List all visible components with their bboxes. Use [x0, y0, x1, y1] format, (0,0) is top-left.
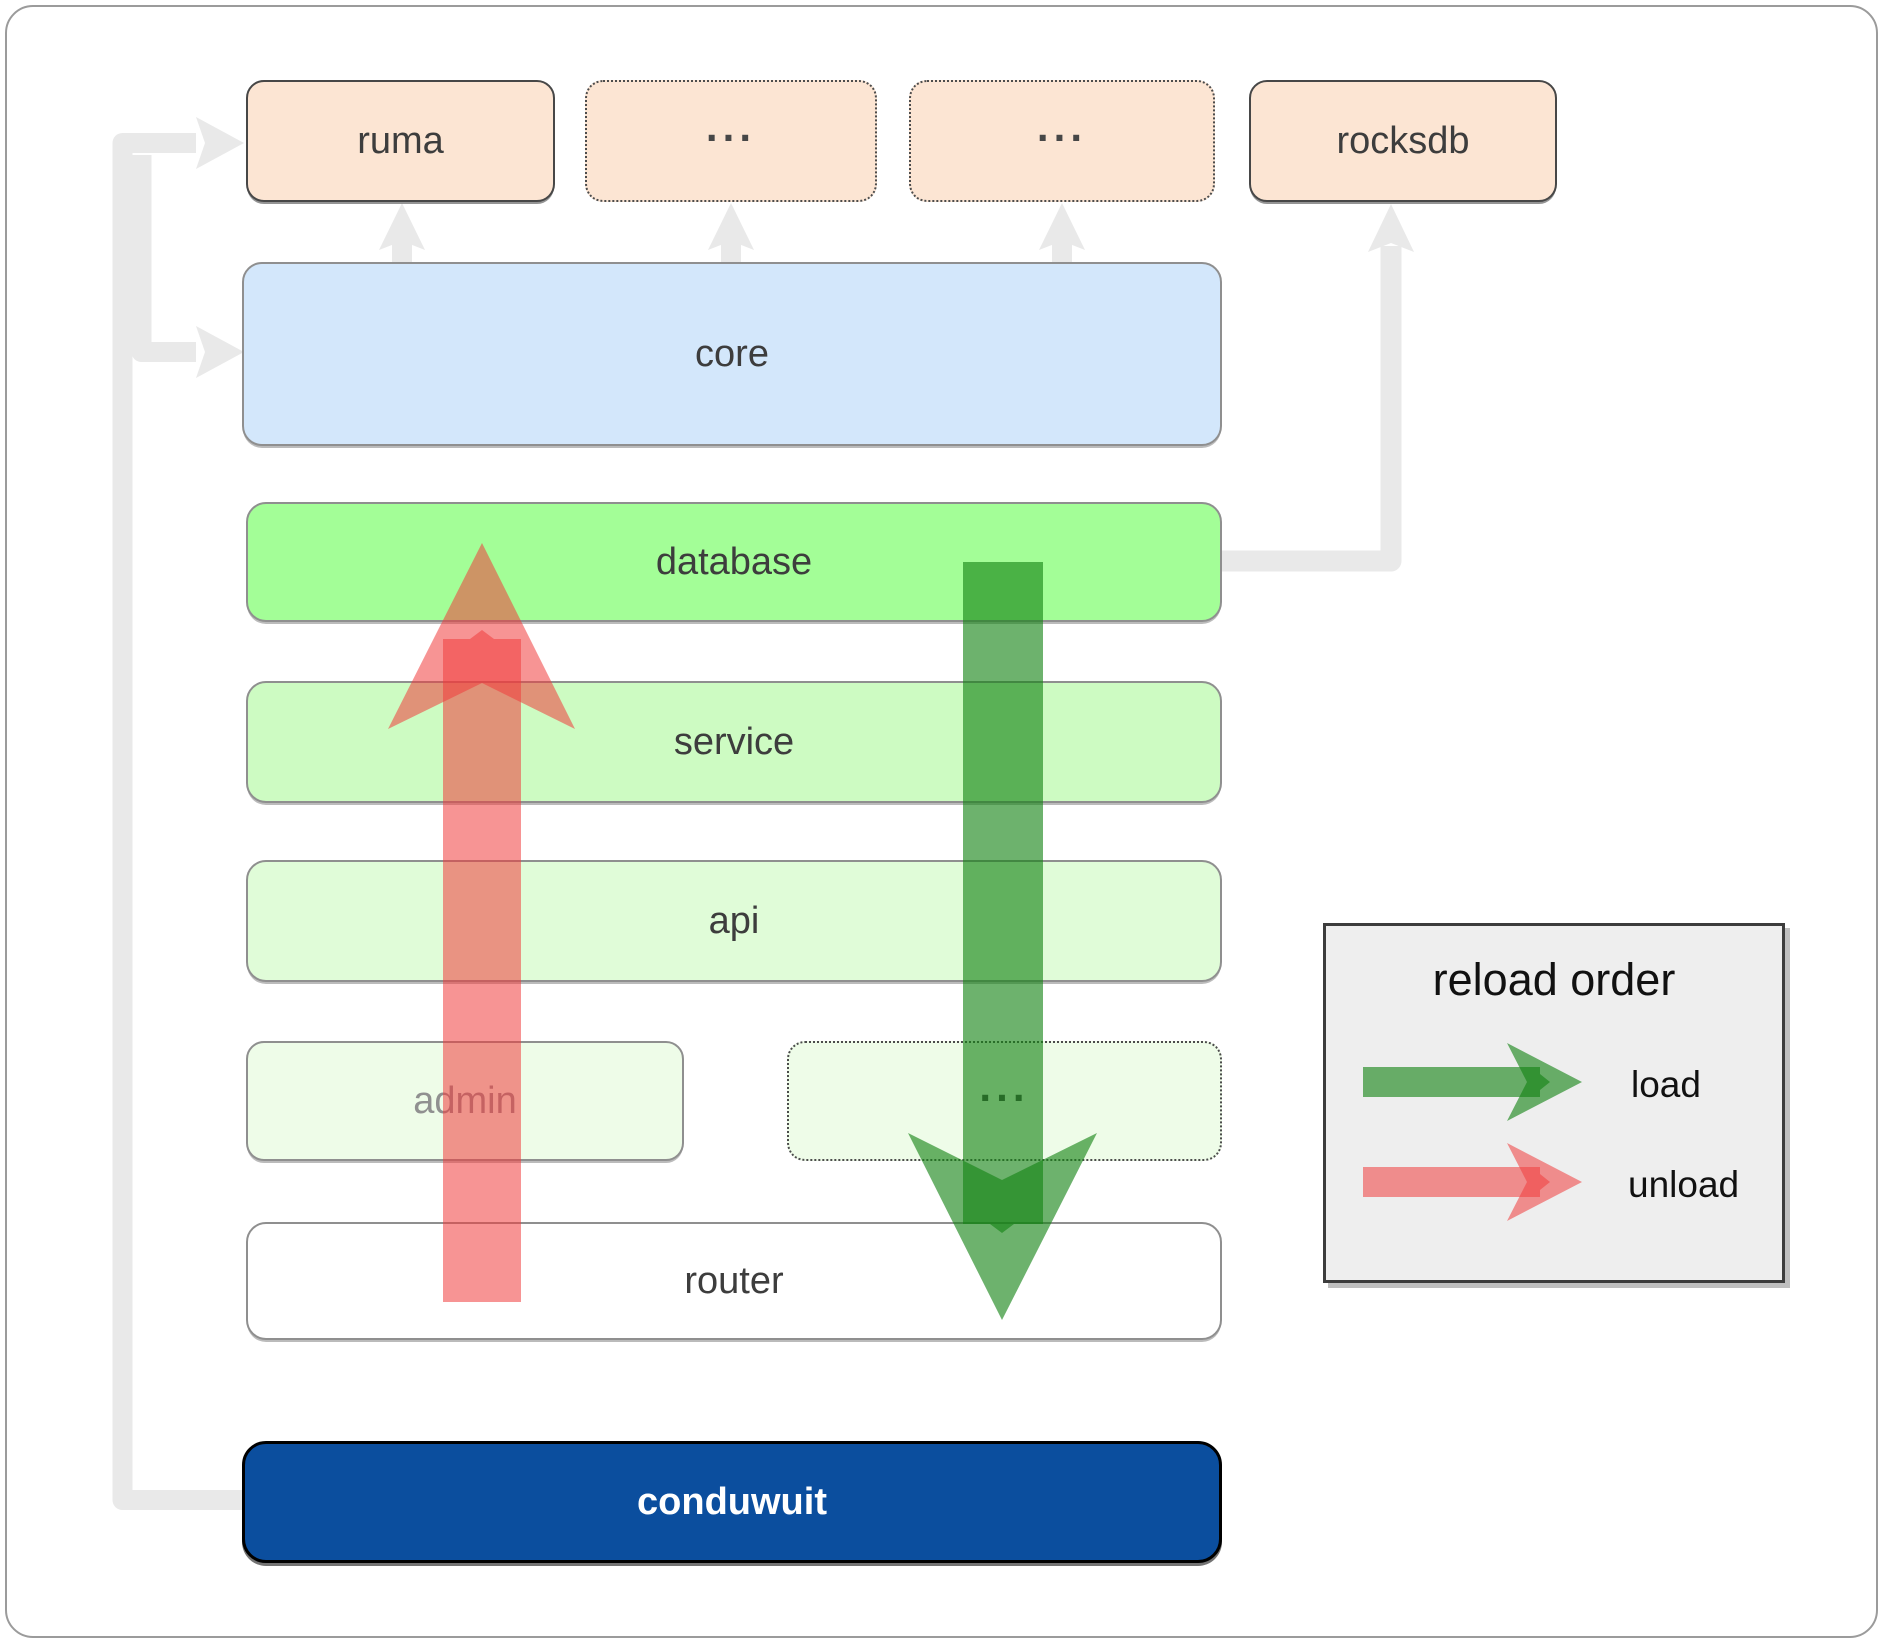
node-api-label: api — [708, 899, 760, 942]
node-database: database — [246, 502, 1222, 622]
node-api: api — [246, 860, 1222, 982]
legend-title: reload order — [1432, 954, 1676, 1005]
node-service: service — [246, 681, 1222, 803]
node-conduwuit-label: conduwuit — [637, 1480, 827, 1523]
legend-unload-label: unload — [1628, 1164, 1740, 1205]
node-core-label: core — [695, 332, 769, 375]
node-admin-label: admin — [413, 1079, 517, 1122]
diagram-canvas — [5, 5, 1878, 1638]
node-crates-top-1-label: ... — [705, 103, 757, 151]
node-crates-mid: ... — [787, 1041, 1222, 1161]
node-crates-top-2-label: ... — [1036, 103, 1088, 151]
node-core: core — [242, 262, 1222, 446]
node-admin: admin — [246, 1041, 684, 1161]
node-conduwuit: conduwuit — [242, 1441, 1222, 1563]
legend: reload order load unload — [1323, 923, 1785, 1283]
legend-load-label: load — [1631, 1064, 1701, 1105]
node-router: router — [246, 1222, 1222, 1340]
node-ruma: ruma — [246, 80, 555, 202]
node-crates-top-2: ... — [909, 80, 1215, 202]
node-rocksdb: rocksdb — [1249, 80, 1557, 202]
node-database-label: database — [655, 540, 813, 583]
node-router-label: router — [684, 1259, 784, 1302]
node-crates-mid-label: ... — [979, 1063, 1030, 1111]
node-ruma-label: ruma — [357, 119, 444, 162]
node-service-label: service — [673, 720, 795, 763]
node-crates-top-1: ... — [585, 80, 877, 202]
node-rocksdb-label: rocksdb — [1336, 119, 1470, 162]
